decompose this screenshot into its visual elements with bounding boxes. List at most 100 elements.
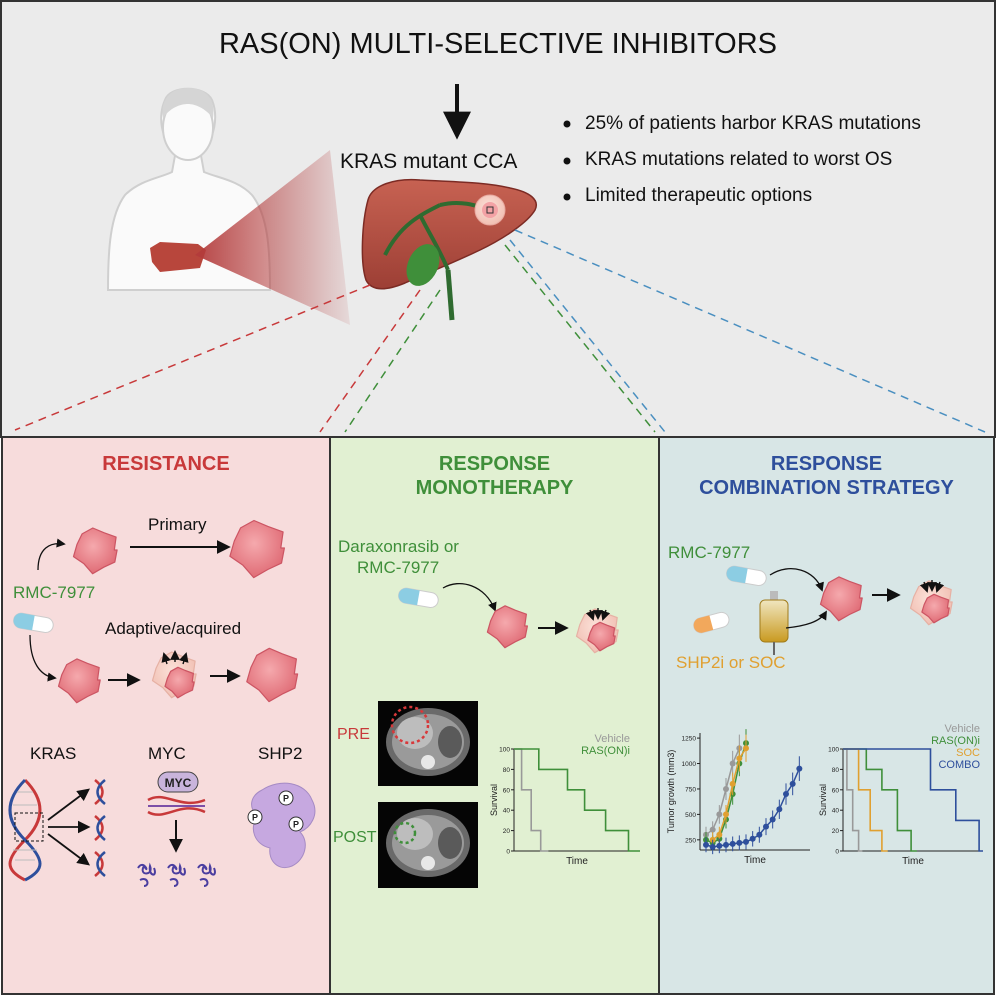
tumor-icon [164,666,195,699]
y-axis-label: Survival [818,784,828,816]
combo-survival-chart: 100806040200TimeSurvivalVehicleRAS(ON)iS… [818,723,983,867]
y-tick-label: 80 [832,767,840,774]
series-line [843,748,983,852]
arrow-curve-up [37,538,66,571]
tumor-icon [486,605,528,649]
zoom-cone [195,150,350,325]
legend-entry: SOC [956,747,980,759]
y-tick-label: 750 [685,786,696,793]
pre-label: PRE [337,726,370,743]
phosphate-label: P [252,813,258,823]
adaptive-label: Adaptive/acquired [105,619,242,638]
combination-title-2: COMBINATION STRATEGY [699,477,954,499]
legend-entry: Vehicle [595,733,630,745]
combo-partner-label: SHP2i or SOC [676,653,786,672]
shrink-arrows [585,608,611,621]
series-line [514,748,549,852]
data-point [769,816,776,823]
phosphate-label: P [293,820,299,830]
x-axis-label: Time [566,856,588,867]
gene-myc-label: MYC [148,744,186,763]
data-point [729,760,736,767]
tumor-icon [819,576,863,622]
data-point [776,806,783,813]
tumor-icon [57,658,101,704]
combo-drug-label: RMC-7977 [668,543,751,562]
x-axis-label: Time [902,856,924,867]
data-point [796,765,803,772]
series-line [843,748,888,852]
gene-kras-label: KRAS [30,744,77,763]
y-tick-label: 500 [685,812,696,819]
mono-drug-line-2: RMC-7977 [357,558,440,577]
combination-title-1: RESPONSE [770,453,883,475]
gene-shp2-label: SHP2 [258,744,303,763]
bullet-1: 25% of patients harbor KRAS mutations [585,113,921,134]
bullet-dot [563,157,571,165]
data-point [723,841,729,848]
liver-illustration [361,178,537,321]
series-line [843,748,863,852]
tumor-icon [587,621,616,652]
arrow-curve-combo-1 [769,568,824,592]
bullet-3: Limited therapeutic options [585,185,813,206]
expand-arrows [161,650,189,665]
pill-icon [13,612,54,634]
data-point [783,791,789,798]
data-point [749,835,756,842]
data-point [729,780,736,787]
page-title: RAS(ON) MULTI-SELECTIVE INHIBITORS [218,28,778,60]
data-point [763,823,769,830]
y-tick-label: 20 [503,828,511,835]
shrink-arrows [919,580,945,593]
y-axis-label: Tumor growth (mm3) [666,750,676,834]
legend-entry: RAS(ON)i [581,745,630,757]
dashed-line-green [504,244,656,433]
arrow-curve-down [29,634,57,682]
monotherapy-title-2: MONOTHERAPY [415,477,574,499]
legend-entry: Vehicle [945,723,980,735]
resistance-title: RESISTANCE [102,453,230,475]
y-axis-label: Survival [489,784,499,816]
ct-scan-pre [378,701,478,786]
data-point [703,841,709,848]
primary-label: Primary [148,515,207,534]
data-point [709,843,716,850]
bullet-dot [563,120,571,128]
y-tick-label: 40 [832,808,840,815]
bullet-2: KRAS mutations related to worst OS [585,149,893,170]
dashed-line-red [14,284,371,431]
y-tick-label: 60 [503,787,511,794]
myc-dna-icon [147,795,206,816]
myc-box-label: MYC [165,776,192,790]
protein-icon [137,862,216,887]
monotherapy-title-1: RESPONSE [438,453,551,475]
tumor-icon [229,519,285,579]
arrow-kras-3 [47,833,91,866]
drug-label-resistance: RMC-7977 [13,583,96,602]
phosphate-label: P [283,794,289,804]
y-tick-label: 80 [503,767,511,774]
y-tick-label: 40 [503,808,511,815]
data-point [736,839,743,846]
y-tick-label: 0 [506,849,510,856]
tumor-icon [921,593,950,624]
iv-bag-icon [759,591,789,655]
data-point [716,842,723,849]
tumor-icon [72,527,118,575]
dashed-line-blue [514,229,986,433]
data-point [723,811,729,818]
data-point [716,811,723,818]
dna-icon [8,778,44,882]
subject-label: KRAS mutant CCA [340,150,518,173]
y-tick-label: 1250 [682,736,697,743]
data-point [709,826,716,833]
data-point [743,838,749,845]
y-tick-label: 0 [835,849,839,856]
arrow-curve-combo-2 [785,610,827,629]
dna-fragment-icon [94,779,106,877]
series-line [843,748,917,852]
data-point [756,831,763,838]
y-tick-label: 100 [828,747,839,754]
